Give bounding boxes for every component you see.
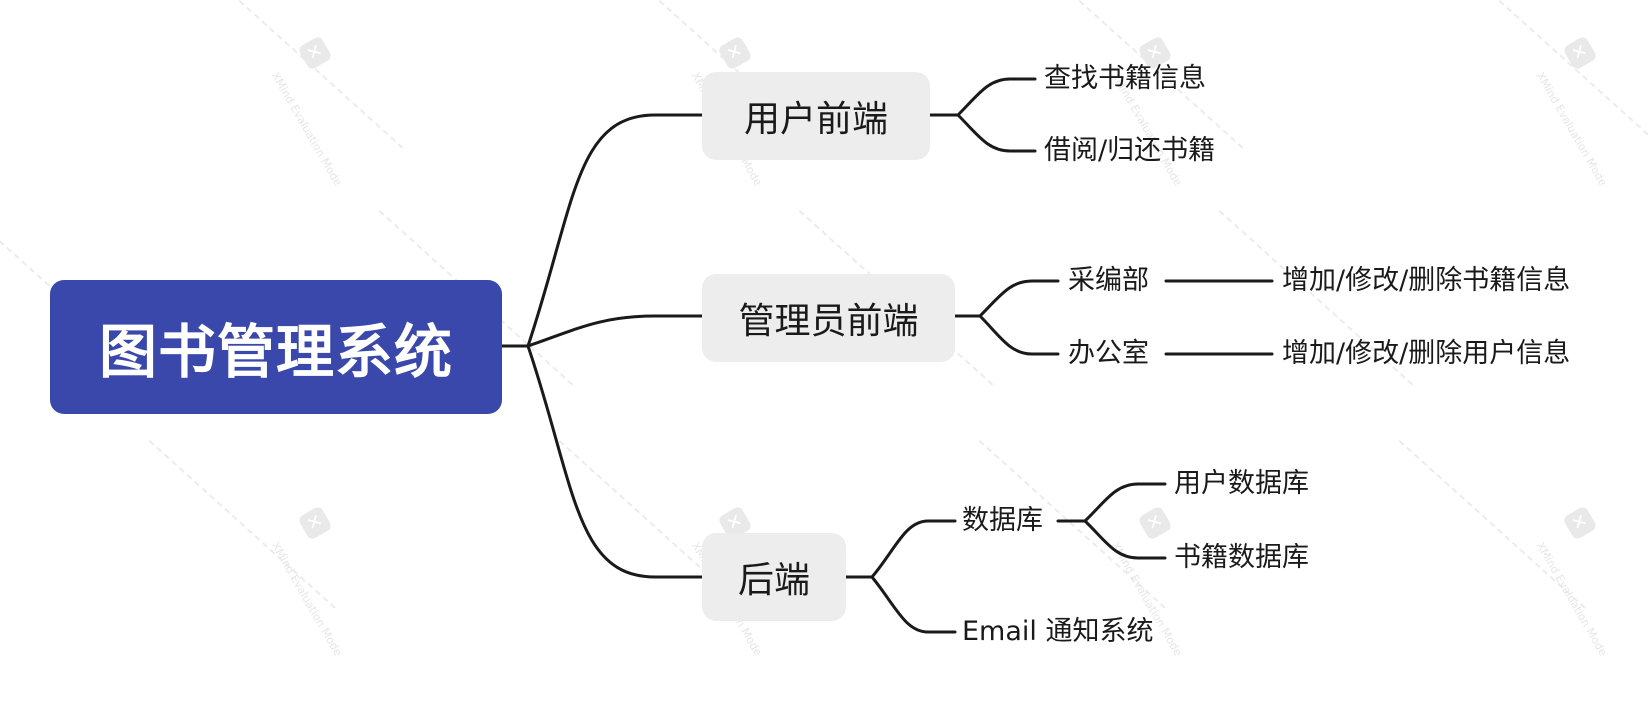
topic-admin-frontend[interactable]: 管理员前端 <box>702 274 955 362</box>
subtopic-email-notification[interactable]: Email 通知系统 <box>962 616 1154 647</box>
connector-root-backend <box>526 344 704 579</box>
topic-backend[interactable]: 后端 <box>702 533 846 621</box>
root-topic[interactable]: 图书管理系统 <box>50 280 502 414</box>
subtopic-book-database[interactable]: 书籍数据库 <box>1174 542 1309 573</box>
subtopic-manage-book-info[interactable]: 增加/修改/删除书籍信息 <box>1282 265 1571 296</box>
connector-root-user-frontend <box>500 113 704 348</box>
subtopic-search-books[interactable]: 查找书籍信息 <box>1044 63 1206 94</box>
topic-user-frontend[interactable]: 用户前端 <box>702 72 930 160</box>
connector-root-admin-frontend <box>526 314 704 348</box>
connector-user-frontend-child1 <box>956 77 1037 117</box>
subtopic-manage-user-info[interactable]: 增加/修改/删除用户信息 <box>1282 338 1571 369</box>
subtopic-borrow-return[interactable]: 借阅/归还书籍 <box>1044 135 1216 166</box>
connector-backend-child2 <box>870 575 957 634</box>
subtopic-office[interactable]: 办公室 <box>1068 338 1149 369</box>
connector-database-child2 <box>1083 519 1167 560</box>
subtopic-database[interactable]: 数据库 <box>962 505 1043 536</box>
connector-backend-child1 <box>870 519 957 579</box>
connector-user-frontend-child2 <box>956 113 1037 153</box>
connector-database-child1 <box>1083 482 1167 523</box>
connector-admin-frontend-child1 <box>978 279 1060 318</box>
connector-admin-frontend-child2 <box>978 314 1060 356</box>
subtopic-user-database[interactable]: 用户数据库 <box>1174 468 1309 499</box>
subtopic-acquisition-dept[interactable]: 采编部 <box>1068 265 1149 296</box>
